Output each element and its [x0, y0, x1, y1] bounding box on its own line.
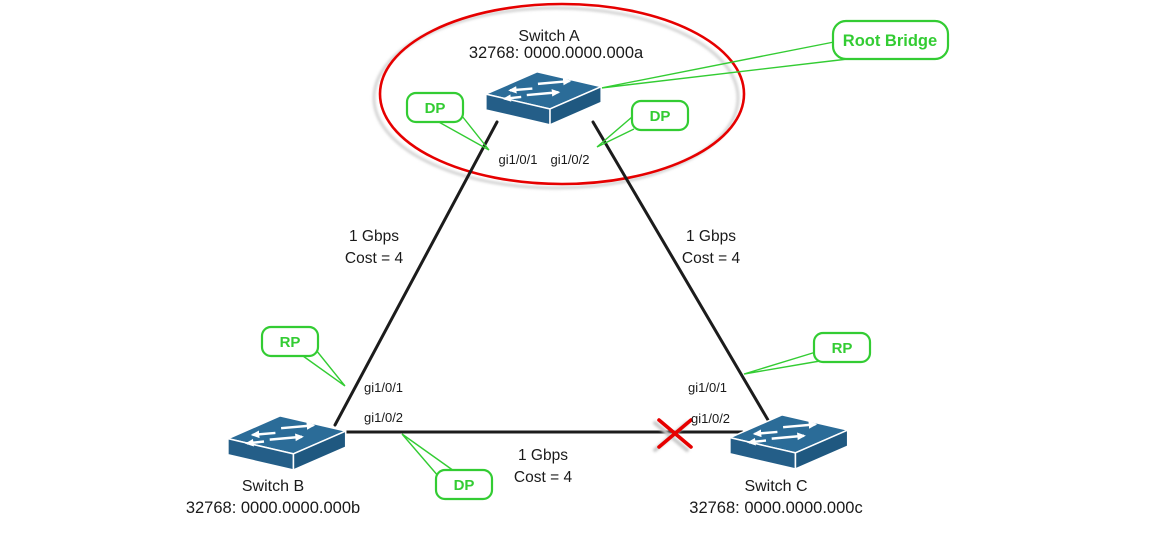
callout-line-dp-a2 [596, 116, 635, 148]
switch-b-port-1-label: gi1/0/1 [364, 380, 403, 395]
switch-b-name: Switch B [242, 478, 304, 495]
root-bridge-badge-label: Root Bridge [843, 32, 937, 50]
link-switch-a-switch-c [591, 120, 770, 422]
switch-c-bridge-id: 32768: 0000.0000.000c [689, 499, 862, 517]
dp-badge-a2-label: DP [650, 108, 671, 125]
link-switch-a-switch-b [333, 120, 499, 427]
dp-badge-b-label: DP [454, 477, 475, 494]
switch-b-bridge-id: 32768: 0000.0000.000b [186, 499, 360, 517]
blocked-port-x-icon [657, 418, 693, 449]
link-ab-speed: 1 Gbps [349, 228, 399, 245]
switch-a-port-1-label: gi1/0/1 [498, 152, 537, 167]
switch-c-port-1-label: gi1/0/1 [688, 380, 727, 395]
link-ac-cost: Cost = 4 [682, 250, 741, 267]
switch-a-bridge-id: 32768: 0000.0000.000a [469, 44, 644, 62]
switch-a-port-2-label: gi1/0/2 [550, 152, 589, 167]
callout-line-rp-b [302, 349, 346, 387]
ellipse-shadow [372, 6, 740, 190]
rp-badge-b-label: RP [280, 334, 301, 351]
rp-badge-c-label: RP [832, 340, 853, 357]
dp-badge-a2 [630, 99, 690, 132]
callout-line-dp-a1 [436, 115, 490, 151]
dp-badge-a1 [405, 91, 465, 124]
switch-a-name: Switch A [518, 28, 580, 45]
dp-badge-a1-label: DP [425, 100, 446, 117]
link-ac-speed: 1 Gbps [686, 228, 736, 245]
switch-c-icon [730, 415, 848, 469]
rp-badge-b [260, 325, 320, 358]
callout-line-dp-b [401, 433, 455, 478]
link-bc-speed: 1 Gbps [518, 447, 568, 464]
callout-line-rp-c [743, 351, 821, 375]
root-bridge-highlight-ellipse [378, 2, 746, 186]
dp-badge-b [434, 468, 494, 501]
switch-b-port-2-label: gi1/0/2 [364, 410, 403, 425]
switch-a-icon [486, 72, 601, 125]
switch-b-icon [228, 416, 346, 470]
root-bridge-badge [831, 19, 950, 61]
callout-line-root-bridge [600, 41, 849, 89]
switch-c-port-2-label: gi1/0/2 [691, 411, 730, 426]
link-bc-cost: Cost = 4 [514, 469, 573, 486]
rp-badge-c [812, 331, 872, 364]
switch-c-name: Switch C [744, 478, 807, 495]
link-ab-cost: Cost = 4 [345, 250, 404, 267]
